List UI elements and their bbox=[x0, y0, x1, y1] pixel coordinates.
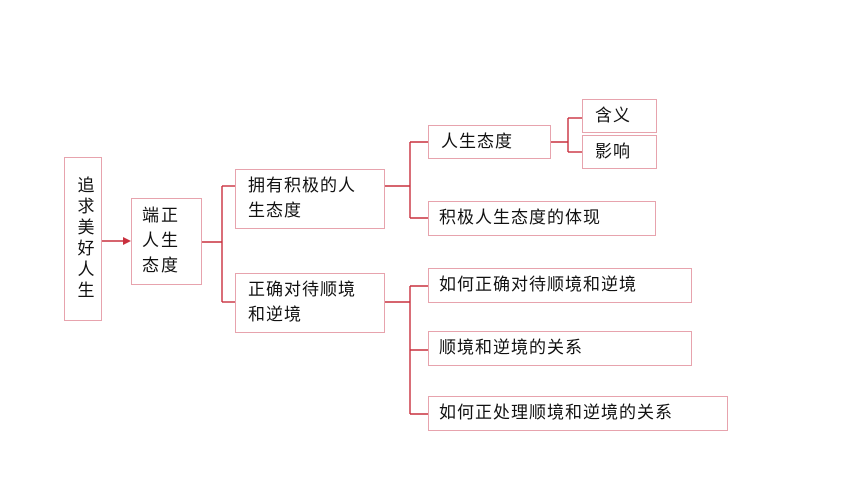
node-adversity: 正确对待顺境和逆境 bbox=[235, 273, 385, 333]
manifestation-label: 积极人生态度的体现 bbox=[439, 208, 601, 228]
node-attitude: 人生态度 bbox=[428, 125, 551, 159]
root-node: 追求美好人生 bbox=[64, 157, 102, 321]
node-relation: 顺境和逆境的关系 bbox=[428, 331, 692, 366]
node-meaning: 含义 bbox=[582, 99, 657, 133]
root-label: 追求美好人生 bbox=[73, 176, 94, 302]
positive-attitude-label: 拥有积极的人生态度 bbox=[248, 176, 356, 221]
influence-label: 影响 bbox=[595, 141, 631, 162]
arrow-head bbox=[123, 237, 131, 245]
how-handle-label: 如何正处理顺境和逆境的关系 bbox=[439, 403, 673, 423]
how-treat-label: 如何正确对待顺境和逆境 bbox=[439, 275, 637, 295]
relation-label: 顺境和逆境的关系 bbox=[439, 338, 583, 358]
attitude-label: 人生态度 bbox=[441, 131, 513, 152]
node-positive-attitude: 拥有积极的人生态度 bbox=[235, 169, 385, 229]
node-how-handle: 如何正处理顺境和逆境的关系 bbox=[428, 396, 728, 431]
level1-node: 端正人生态度 bbox=[131, 198, 202, 285]
meaning-label: 含义 bbox=[595, 105, 631, 126]
node-how-treat: 如何正确对待顺境和逆境 bbox=[428, 268, 692, 303]
adversity-label: 正确对待顺境和逆境 bbox=[248, 280, 356, 325]
node-manifestation: 积极人生态度的体现 bbox=[428, 201, 656, 236]
level1-label: 端正人生态度 bbox=[142, 206, 180, 276]
node-influence: 影响 bbox=[582, 135, 657, 169]
